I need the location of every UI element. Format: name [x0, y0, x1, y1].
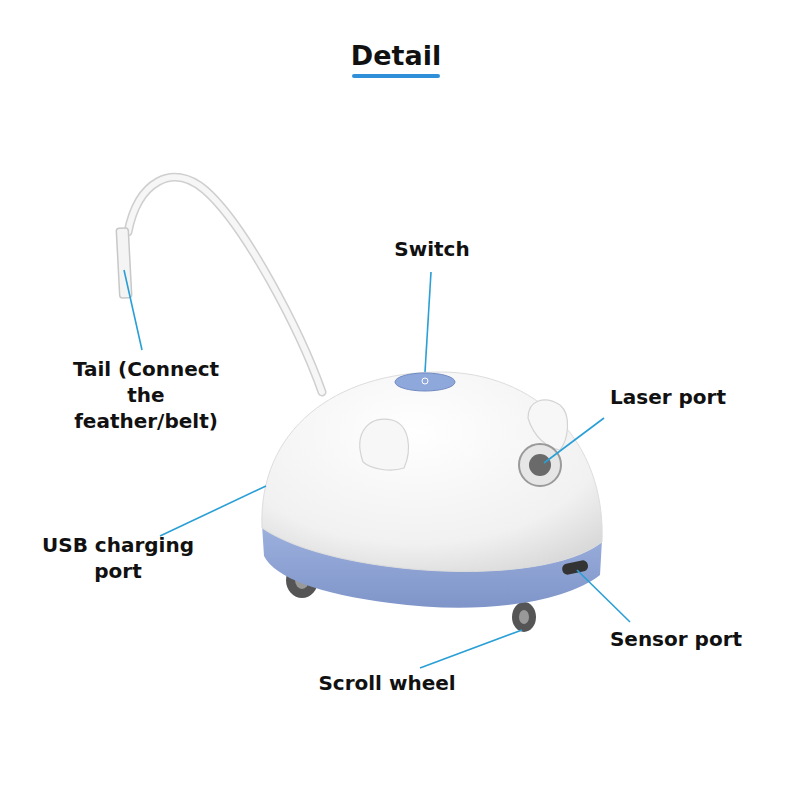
- mouse-body: [262, 372, 602, 571]
- leader-line: [577, 570, 630, 622]
- power-icon: [422, 378, 428, 384]
- tail-plug: [116, 228, 132, 299]
- leader-line: [420, 630, 522, 668]
- sensor-port: [561, 559, 589, 575]
- ear: [360, 419, 409, 470]
- ear: [528, 400, 568, 450]
- title: Detail: [300, 38, 492, 73]
- scroll-wheel: [512, 602, 536, 632]
- part-label: Switch: [357, 236, 507, 262]
- switch-button: [395, 373, 455, 391]
- part-label: Sensor port: [591, 626, 761, 652]
- leader-line: [425, 272, 431, 372]
- leader-line: [160, 486, 266, 536]
- part-label: USB charging port: [28, 532, 208, 584]
- leader-line: [544, 418, 604, 463]
- laser-port: [519, 444, 561, 486]
- title-underline: [352, 74, 440, 78]
- wheel-hub: [519, 610, 529, 624]
- part-label: Laser port: [583, 384, 753, 410]
- leader-line: [124, 270, 142, 350]
- part-label: Scroll wheel: [287, 670, 487, 696]
- part-label: Tail (Connect the feather/belt): [61, 356, 231, 434]
- laser-lens: [529, 454, 551, 476]
